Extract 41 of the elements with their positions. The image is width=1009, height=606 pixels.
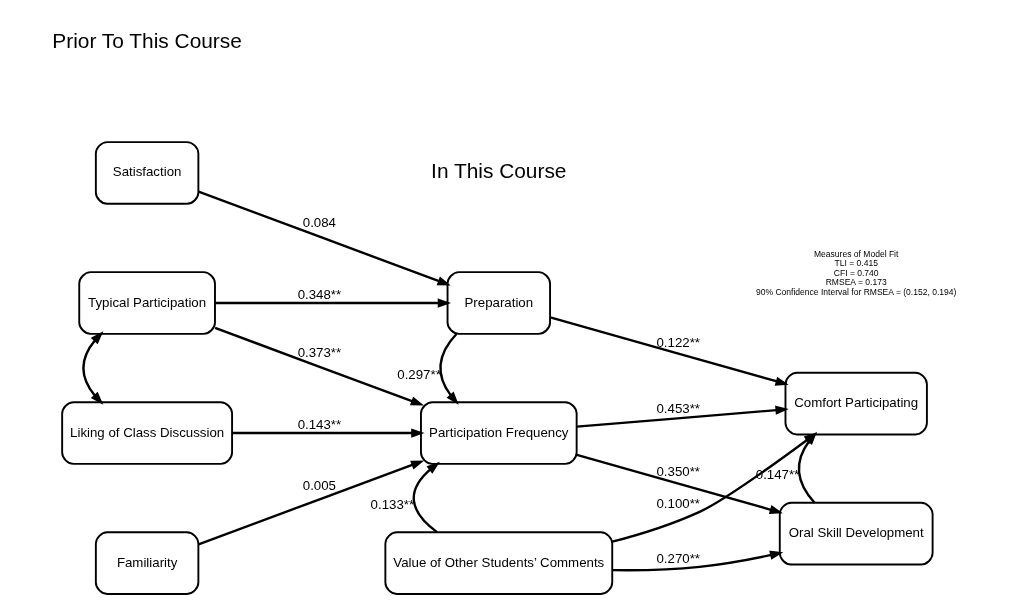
edge-label: 0.005: [302, 478, 336, 494]
node-box: Participation Frequency: [420, 401, 578, 465]
arrow: [550, 316, 789, 386]
edge-label: 0.373**: [297, 345, 342, 361]
node-box: Familiarity: [94, 531, 200, 595]
arrow: [412, 461, 440, 534]
arrow: [215, 298, 452, 308]
arrow: [232, 428, 425, 438]
edge-label: 0.147**: [755, 467, 800, 483]
edge-label: 0.100**: [656, 496, 700, 512]
arrow: [198, 190, 451, 286]
label: TLI = 0.415: [834, 258, 878, 269]
label: 90% Confidence Interval for RMSEA = (0.152, 0.194): [756, 286, 957, 297]
edge-label: 0.453**: [656, 401, 700, 417]
arrow: [439, 333, 459, 405]
arrow: [612, 550, 784, 572]
edge-label: 0.122**: [656, 334, 700, 350]
node-box: Value of Other Students’ Comments: [384, 531, 614, 595]
node-box: Satisfaction: [94, 141, 200, 205]
label: Prior To This Course: [52, 29, 242, 53]
edge-label: 0.143**: [297, 417, 342, 433]
node-box: Typical Participation: [78, 271, 216, 335]
label: Measures of Model Fit: [813, 248, 899, 259]
node-box: Oral Skill Development: [778, 501, 934, 566]
arrow: [576, 453, 783, 515]
edge-label: 0.350**: [656, 463, 700, 479]
edge-label: 0.084: [302, 215, 336, 231]
arrow: [576, 405, 789, 428]
node-box: Comfort Participating: [784, 371, 928, 436]
arrow: [214, 326, 425, 406]
edge-label: 0.133**: [370, 497, 415, 513]
arrow: [82, 331, 104, 405]
label: RMSEA = 0.173: [825, 277, 887, 288]
edge-label: 0.297**: [397, 366, 441, 382]
edge-label: 0.270**: [656, 551, 700, 567]
node-box: Liking of Class Discussion: [61, 401, 233, 465]
label: In This Course: [431, 159, 567, 183]
node-box: Preparation: [446, 271, 551, 335]
edge-label: 0.348**: [297, 287, 342, 303]
label: CFI = 0.740: [833, 267, 879, 278]
arrow: [198, 460, 425, 546]
